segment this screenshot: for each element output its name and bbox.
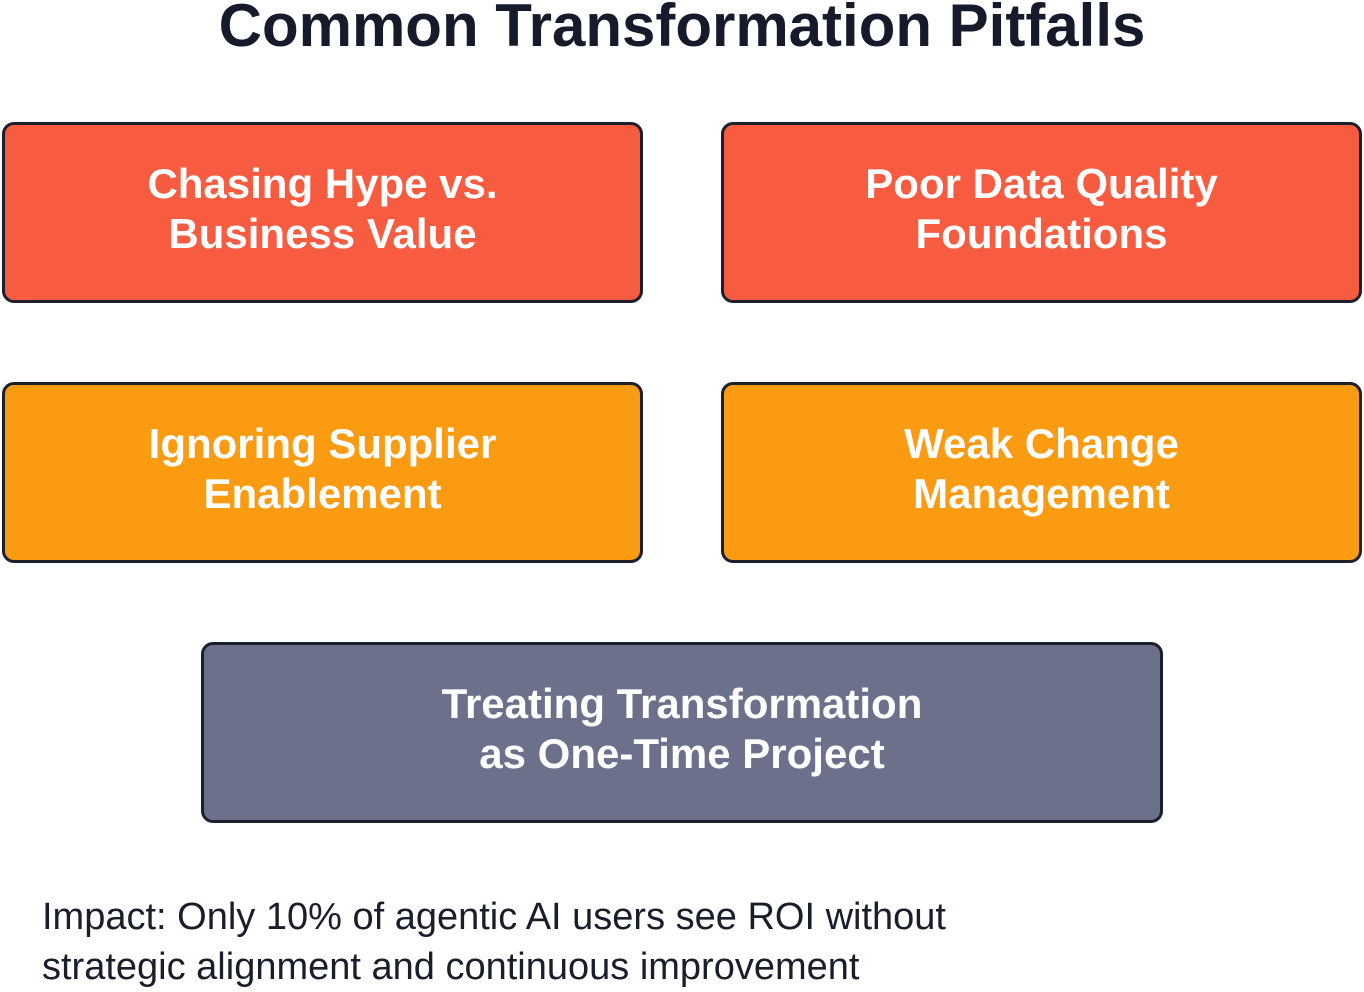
pitfall-label-line-1: Poor Data Quality [865, 160, 1218, 207]
pitfall-box-ignoring-supplier: Ignoring Supplier Enablement [2, 382, 643, 563]
pitfall-label-line-2: Enablement [203, 470, 442, 517]
pitfall-label-line-2: Management [913, 470, 1170, 517]
pitfall-box-one-time-project: Treating Transformation as One-Time Proj… [201, 642, 1163, 823]
pitfall-label-line-1: Chasing Hype vs. [147, 160, 498, 207]
pitfall-label-line-1: Ignoring Supplier [148, 420, 497, 467]
impact-note-line-1: Impact: Only 10% of agentic AI users see… [42, 896, 946, 938]
pitfall-label-line-2: as One-Time Project [479, 730, 885, 777]
pitfall-label-line-1: Weak Change [904, 420, 1179, 467]
pitfall-label-line-2: Foundations [915, 210, 1168, 257]
impact-note-line-2: strategic alignment and continuous impro… [42, 946, 860, 988]
diagram-title: Common Transformation Pitfalls [218, 0, 1146, 59]
pitfall-box-weak-change-management: Weak Change Management [721, 382, 1362, 563]
pitfall-label-line-1: Treating Transformation [441, 680, 923, 727]
pitfall-box-chasing-hype: Chasing Hype vs. Business Value [2, 122, 643, 303]
impact-note: Impact: Only 10% of agentic AI users see… [42, 892, 1142, 992]
pitfall-box-poor-data-quality: Poor Data Quality Foundations [721, 122, 1362, 303]
pitfall-label-line-2: Business Value [168, 210, 477, 257]
